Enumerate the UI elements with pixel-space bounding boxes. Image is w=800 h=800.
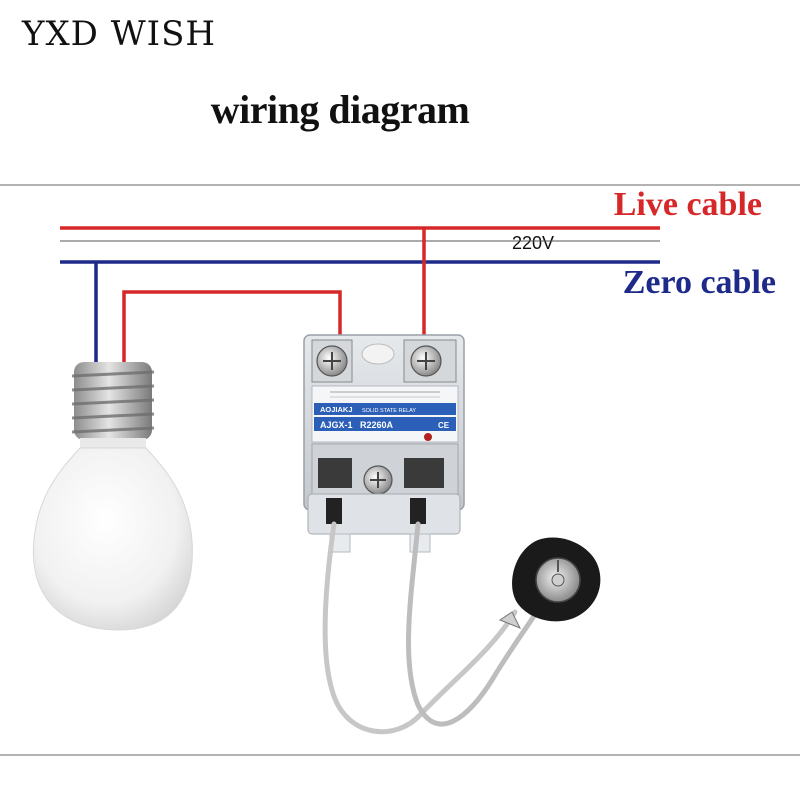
diagram-title: wiring diagram — [210, 87, 470, 132]
relay-brand: AOJIAKJ — [320, 405, 353, 414]
bulb-base — [71, 362, 155, 452]
brand-watermark: YXD WISH — [22, 14, 217, 54]
live-cable-label: Live cable — [613, 186, 762, 223]
relay-ce-mark: CE — [438, 421, 450, 430]
solid-state-relay — [303, 334, 465, 553]
bulb-to-relay-wire — [122, 290, 342, 368]
bulb-globe — [32, 447, 193, 631]
zero-cable-label: Zero cable — [622, 264, 776, 301]
relay-model: AJGX-1 R2260A — [320, 420, 394, 430]
relay-type: SOLID STATE RELAY — [362, 408, 416, 414]
control-wire-right — [406, 521, 541, 727]
voltage-label: 220V — [512, 233, 555, 253]
potentiometer-knob — [498, 537, 601, 629]
control-wire-left — [322, 521, 518, 735]
